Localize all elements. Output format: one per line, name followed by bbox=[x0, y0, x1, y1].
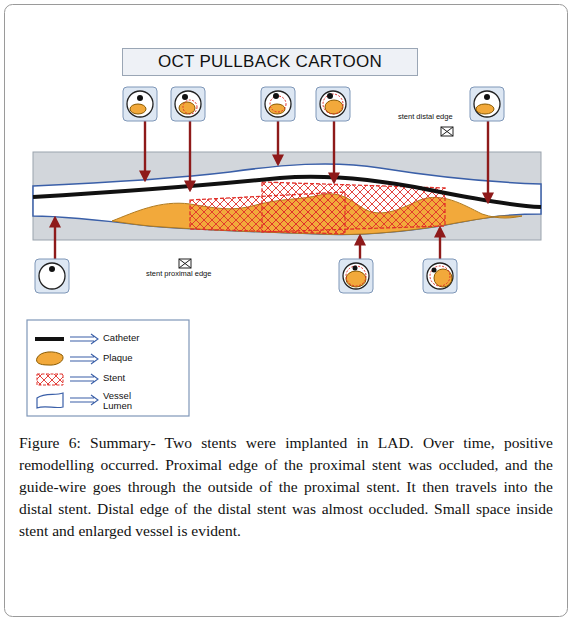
legend-text: Plaque bbox=[103, 353, 153, 363]
catheter bbox=[33, 177, 541, 207]
legend-box bbox=[27, 320, 189, 416]
vessel-lumen bbox=[33, 164, 541, 235]
edge-markers bbox=[179, 127, 453, 268]
position-arrows bbox=[55, 120, 488, 262]
legend-text: Catheter bbox=[103, 333, 153, 343]
legend-entry: Plaque bbox=[103, 353, 153, 363]
edge-label: stent proximal edge bbox=[146, 269, 211, 278]
legend-entry: Stent bbox=[103, 373, 153, 383]
figure-frame bbox=[5, 5, 568, 617]
edge-label: stent distal edge bbox=[398, 112, 453, 121]
legend-entry: Vessel Lumen bbox=[103, 391, 153, 411]
legend-arrows bbox=[70, 334, 98, 405]
title-box: OCT PULLBACK CARTOON bbox=[122, 48, 418, 76]
cross-sections bbox=[35, 87, 504, 293]
figure-caption: Figure 6: Summary- Two stents were impla… bbox=[19, 432, 553, 542]
vessel-wall bbox=[33, 152, 541, 240]
legend-text: Stent bbox=[103, 373, 153, 383]
legend-samples bbox=[35, 339, 64, 408]
legend-entry: Catheter bbox=[103, 333, 153, 343]
legend-text: Vessel Lumen bbox=[103, 391, 153, 411]
